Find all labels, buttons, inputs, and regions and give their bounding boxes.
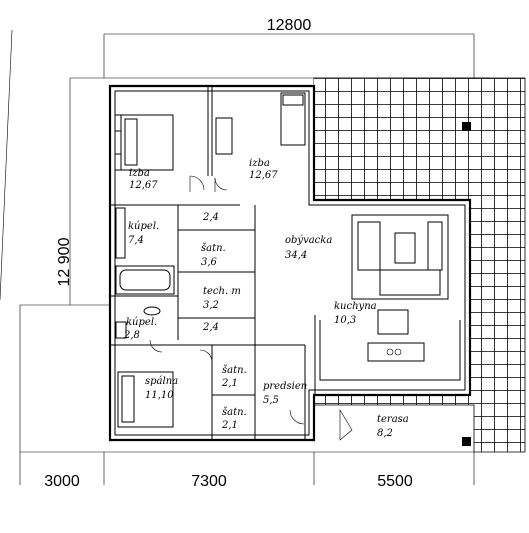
room-name: kuchyna xyxy=(334,301,377,312)
room-area: 11,10 xyxy=(145,390,174,401)
room-name: šatn. xyxy=(201,243,226,254)
room-area: 2,8 xyxy=(123,330,140,341)
room-area: 2,1 xyxy=(221,420,238,431)
dimension-bottom-left: 3000 xyxy=(44,473,80,490)
dimension-bottom-middle: 7300 xyxy=(191,473,227,490)
room-area: 12,67 xyxy=(129,180,158,191)
room-area: 2,1 xyxy=(221,378,238,389)
dimension-top: 12800 xyxy=(267,17,312,34)
room-area: 34,4 xyxy=(285,250,307,261)
furniture xyxy=(114,92,461,428)
room-area: 8,2 xyxy=(377,428,393,439)
room-name: predsien xyxy=(263,381,307,392)
building-walls xyxy=(108,84,472,442)
room-name: tech. m xyxy=(203,286,241,297)
room-area: 3,2 xyxy=(203,300,219,311)
room-name: obývacka xyxy=(285,235,332,246)
room-area: 10,3 xyxy=(334,315,356,326)
dimension-left: 12 900 xyxy=(56,237,73,286)
room-area: 12,67 xyxy=(249,170,278,181)
column-marker xyxy=(462,437,471,446)
column-marker xyxy=(462,122,471,131)
room-area: 2,4 xyxy=(202,212,219,223)
room-area: 3,6 xyxy=(201,257,218,268)
room-name: spálna xyxy=(145,376,178,387)
dimension-bottom-right: 5500 xyxy=(377,473,413,490)
room-name: kúpel. xyxy=(128,221,159,232)
room-area: 2,4 xyxy=(202,322,219,333)
room-labels: izba 12,67 izba 12,67 2,4 kúpel. 7,4 šat… xyxy=(123,158,409,439)
room-area: 5,5 xyxy=(263,395,279,406)
room-name: šatn. xyxy=(222,365,247,376)
room-name: kúpel. xyxy=(126,317,157,328)
room-name: šatn. xyxy=(222,407,247,418)
doors xyxy=(149,175,353,441)
room-area: 7,4 xyxy=(128,235,144,246)
dimensions: 12800 12 900 3000 7300 5500 xyxy=(44,17,413,490)
room-name: izba xyxy=(249,158,270,169)
room-name: terasa xyxy=(377,414,409,425)
room-name: izba xyxy=(129,168,150,179)
